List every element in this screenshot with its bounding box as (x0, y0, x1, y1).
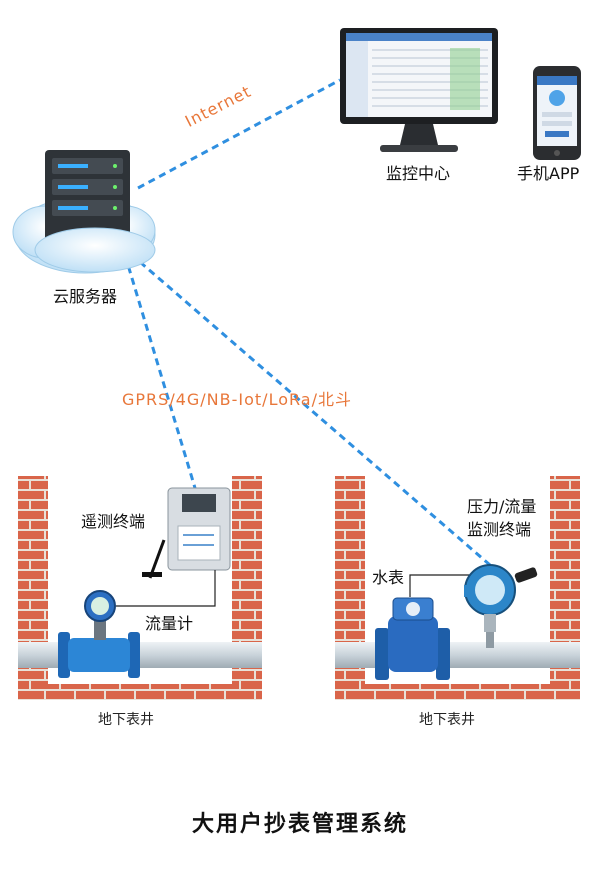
cloud-server-label: 云服务器 (53, 287, 118, 306)
water-meter-icon (375, 597, 450, 680)
well-right-label: 地下表井 (419, 712, 475, 728)
link-left-terminal (123, 254, 197, 489)
internet-link (137, 78, 341, 190)
network-links (123, 78, 491, 567)
mobile-app-label: 手机APP (517, 164, 580, 183)
link-right-terminal (139, 260, 491, 567)
wire-watermeter-to-terminal (409, 574, 470, 597)
monitor-icon (340, 28, 498, 152)
monitor-center-label: 监控中心 (386, 164, 451, 183)
wire-terminal-to-flowmeter (116, 570, 216, 607)
water-meter-label: 水表 (372, 568, 405, 587)
pressure-terminal-label-line2: 监测终端 (467, 520, 532, 539)
telemetry-terminal-label: 遥测终端 (81, 512, 146, 531)
flow-meter-label: 流量计 (145, 614, 194, 633)
page-title: 大用户抄表管理系统 (191, 812, 408, 837)
pressure-terminal-label-line1: 压力/流量 (467, 497, 537, 516)
well-left-label: 地下表井 (98, 712, 154, 728)
phone-icon (533, 66, 581, 160)
network-protocols-label: GPRS/4G/NB-Iot/LoRa/北斗 (122, 390, 352, 409)
cloud-server-icon (12, 150, 156, 274)
pressure-terminal-icon (464, 564, 538, 648)
flow-meter-icon (58, 590, 140, 678)
right-pipe (335, 642, 580, 668)
telemetry-terminal-icon (142, 487, 231, 579)
